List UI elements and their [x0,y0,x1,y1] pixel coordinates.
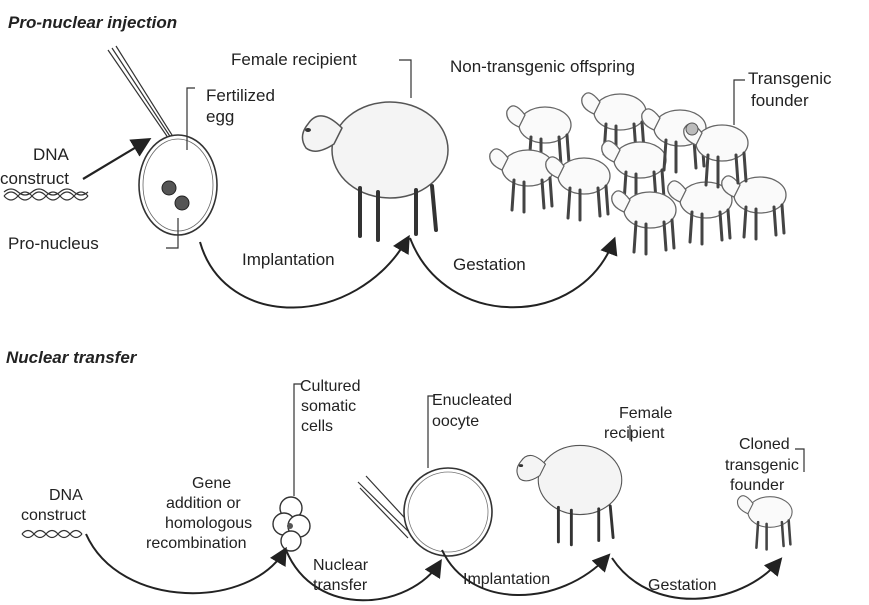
micropipette-top-icon [108,46,177,145]
pronucleus-2 [175,196,189,210]
dna-helix-bottom-icon [22,531,82,538]
female-label-2: recipient [604,425,665,442]
pronucleus-label: Pro-nucleus [8,234,99,253]
dna-construct-top: DNA construct [0,140,148,200]
dna-label-bottom-1: DNA [49,487,83,504]
dna-label-top-2: construct [0,169,69,188]
transgenic-founder-label-1: Transgenic [748,69,832,88]
gene-label-4: recombination [146,535,247,552]
enucleated-oocyte [404,468,492,556]
implantation-label-bottom: Implantation [463,571,550,588]
gene-label-1: Gene [192,475,231,492]
transfer-label-2: transfer [313,577,368,594]
cloned-label-1: Cloned [739,436,790,453]
dna-arrow-top [83,140,148,179]
pronucleus-1 [162,181,176,195]
dna-helix-top-icon [4,189,88,200]
gene-label-3: homologous [165,515,252,532]
dna-label-bottom-2: construct [21,507,86,524]
cloned-founder-lamb [737,496,792,550]
offspring-flock [490,93,786,254]
dna-construct-bottom: DNA construct [21,487,86,538]
implantation-arrow-top [200,238,408,308]
cultured-label-2: somatic [301,398,356,415]
implantation-label-top: Implantation [242,250,335,269]
gestation-label-bottom: Gestation [648,577,716,594]
gene-label-2: addition or [166,495,241,512]
female-recipient-sheep-top [302,102,448,240]
fertilized-egg-label-1: Fertilized [206,86,275,105]
transfer-label-1: Nuclear [313,557,369,574]
cultured-label-3: cells [301,418,333,435]
gestation-label-top: Gestation [453,255,526,274]
cultured-label-1: Cultured [300,378,360,395]
enucleated-label-1: Enucleated [432,392,512,409]
transgenic-founder-lamb [684,123,748,187]
cloned-label-3: founder [730,477,785,494]
dna-label-top-1: DNA [33,145,70,164]
non-transgenic-label: Non-transgenic offspring [450,57,635,76]
section-title-pronuclear: Pro-nuclear injection [8,13,177,32]
cloned-label-2: transgenic [725,457,799,474]
female-recipient-sheep-bottom [517,445,622,544]
transgenic-founder-label-2: founder [751,91,809,110]
cultured-cells-icon [273,497,310,551]
enucleated-label-2: oocyte [432,413,479,430]
female-recipient-label-top: Female recipient [231,50,357,69]
female-label-1: Female [619,405,672,422]
section-title-nuclear: Nuclear transfer [6,348,138,367]
fertilized-egg-label-2: egg [206,107,234,126]
